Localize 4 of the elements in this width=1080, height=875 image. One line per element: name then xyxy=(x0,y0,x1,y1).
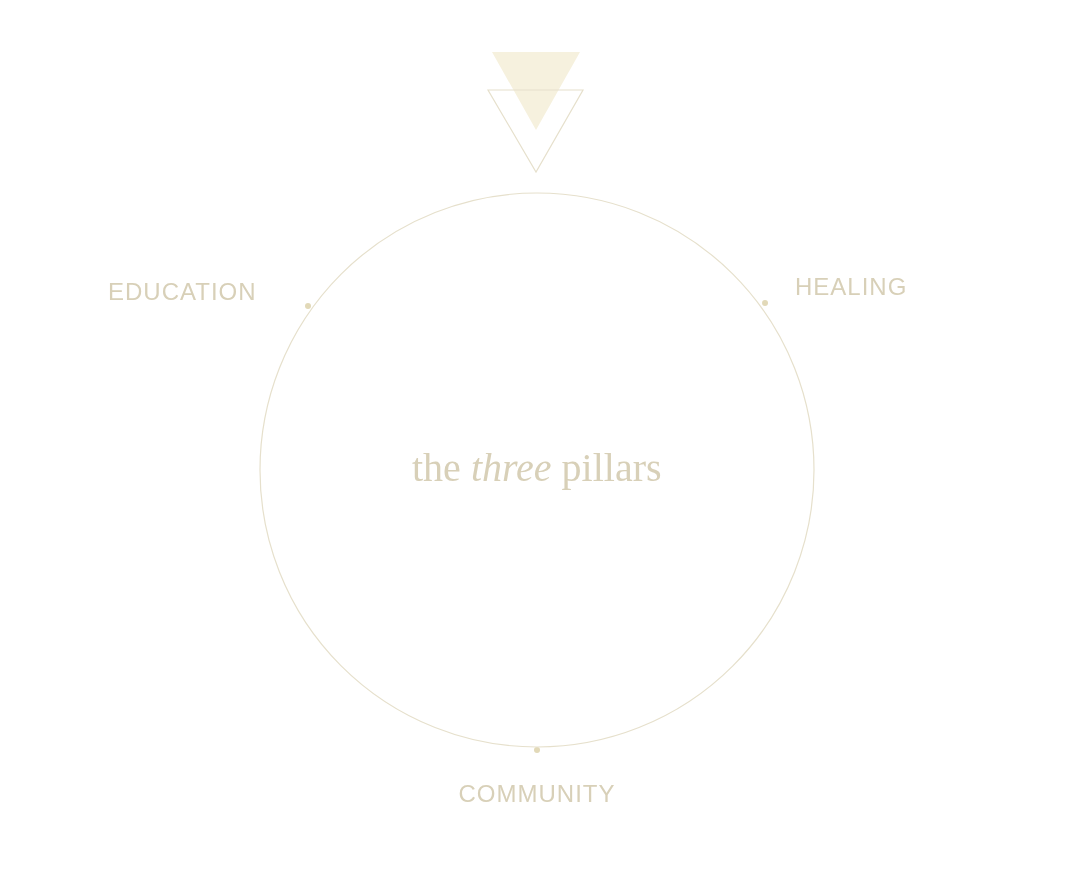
pillar-label: COMMUNITY xyxy=(458,780,616,808)
pillar-label: HEALING xyxy=(795,273,908,301)
pillar-label: EDUCATION xyxy=(108,278,257,306)
center-title: the three pillars xyxy=(412,444,662,491)
